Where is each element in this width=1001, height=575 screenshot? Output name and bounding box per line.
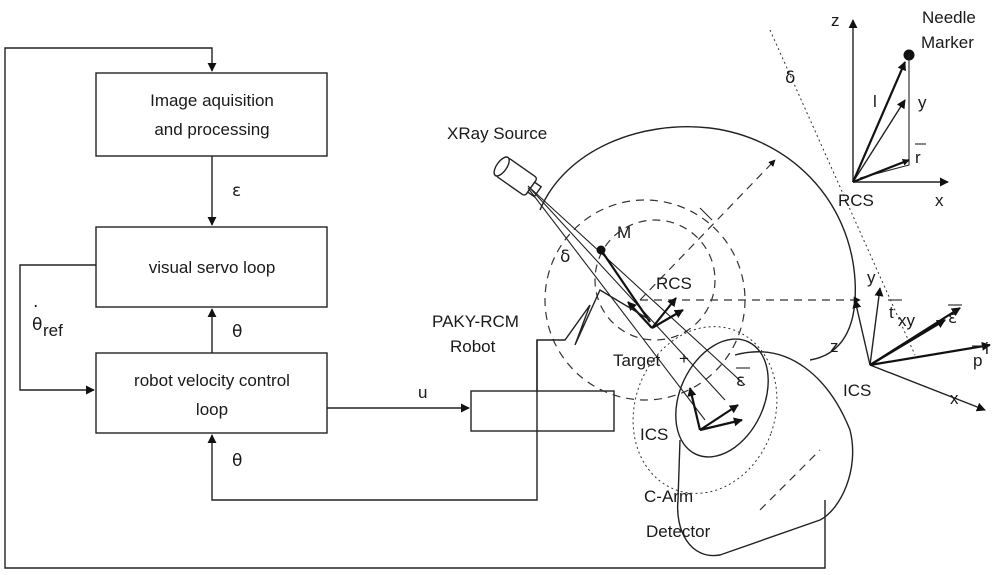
epsilon-vector — [869, 319, 946, 366]
target-mark: + — [679, 349, 689, 368]
rcs-y-axis — [852, 99, 906, 183]
marker-label: Marker — [921, 33, 974, 52]
c-arm-scene: XRay Source δ M RCS PAKY-RCM Robot Targe… — [432, 124, 861, 557]
block-diagram: Image aquisition and processing visual s… — [4, 47, 826, 569]
detector-dotted-ring — [632, 326, 778, 494]
needle-vector — [600, 249, 651, 323]
ics-y-label: y — [867, 268, 876, 287]
robot-label-2: Robot — [450, 337, 496, 356]
theta-ref-subscript: ref — [43, 321, 63, 340]
ics-y-axis — [869, 287, 884, 366]
image-block-line-2: and processing — [154, 120, 269, 139]
xray-beam-3 — [527, 185, 746, 386]
xray-source-icon — [493, 156, 543, 198]
delta-line — [769, 29, 916, 356]
t-subscript: xy — [898, 311, 916, 330]
visual-servo-block — [95, 226, 328, 308]
epsilon-signal: ε — [232, 181, 241, 201]
target-label: Target — [613, 351, 661, 370]
rcs-scene-label: RCS — [656, 274, 692, 293]
rcs-frame-inset: δ z x y l r RCS Needle Marker — [769, 8, 976, 356]
ics-vector-1 — [687, 387, 702, 431]
ics-x-label: x — [950, 389, 959, 408]
dashed-arrow-up — [639, 159, 776, 301]
robot-arm-zigzag — [536, 288, 651, 391]
rcs-x-label: x — [935, 191, 944, 210]
inner-dashed-circle — [594, 219, 716, 341]
ics-vector-2 — [699, 417, 743, 432]
l-label: l — [873, 92, 877, 111]
rcs-vector-1 — [627, 301, 653, 329]
epsilon-inset-label: ε — [948, 308, 957, 328]
detector-label-2: Detector — [646, 522, 711, 541]
detector-dashed-edge — [759, 449, 821, 511]
theta-ref-dot: · — [33, 297, 38, 317]
visual-servo-label: visual servo loop — [149, 258, 276, 277]
image-block-line-1: Image aquisition — [150, 91, 274, 110]
detector-label-1: C-Arm — [644, 487, 693, 506]
r-vector — [852, 158, 910, 184]
velocity-block-line-2: loop — [196, 400, 228, 419]
xray-beam-2 — [527, 187, 706, 421]
rcs-vector-3 — [651, 309, 684, 329]
p-superscript: i — [985, 339, 989, 358]
needle-label: Needle — [922, 8, 976, 27]
theta-ref-feedback — [19, 264, 96, 395]
ics-z-label: z — [830, 337, 839, 356]
t-label: t — [889, 303, 894, 322]
c-arm-arc — [539, 126, 857, 361]
p-label: p — [973, 351, 982, 370]
rcs-y-label: y — [918, 93, 927, 112]
robot-actuator-block — [470, 390, 615, 432]
m-label: M — [617, 223, 631, 242]
xray-beam-1 — [527, 185, 726, 401]
xray-source-label: XRay Source — [447, 124, 547, 143]
velocity-control-block — [95, 352, 328, 434]
theta-up-signal: θ — [232, 322, 242, 342]
epsilon-scene-label: ε — [736, 371, 745, 391]
rcs-vector-2 — [651, 297, 677, 329]
theta-feedback-signal: θ — [232, 451, 242, 471]
r-label: r — [915, 148, 921, 167]
delta-label: δ — [560, 247, 570, 267]
detector-face — [675, 338, 769, 458]
detector-body — [676, 351, 854, 557]
dashed-arrow-tick — [699, 207, 713, 221]
outer-image-loop — [4, 47, 826, 569]
theta-ref-symbol: θ — [32, 315, 42, 335]
ics-x-axis — [869, 364, 986, 412]
ics-frame-inset: y z x t xy ε p i ICS — [830, 268, 991, 412]
l-vector — [851, 61, 907, 183]
ics-inset-label: ICS — [843, 381, 871, 400]
rcs-z-label: z — [831, 11, 840, 30]
robot-label-1: PAKY-RCM — [432, 312, 519, 331]
ics-vector-3 — [699, 404, 739, 431]
delta-inset-label: δ — [785, 68, 795, 88]
ics-z-axis — [852, 299, 871, 366]
rcs-inset-label: RCS — [838, 191, 874, 210]
theta-feedback-loop — [207, 340, 538, 501]
p-vector — [869, 341, 991, 367]
ics-scene-label: ICS — [640, 425, 668, 444]
u-signal: u — [418, 383, 427, 402]
image-processing-block — [95, 72, 328, 157]
velocity-block-line-1: robot velocity control — [134, 371, 290, 390]
